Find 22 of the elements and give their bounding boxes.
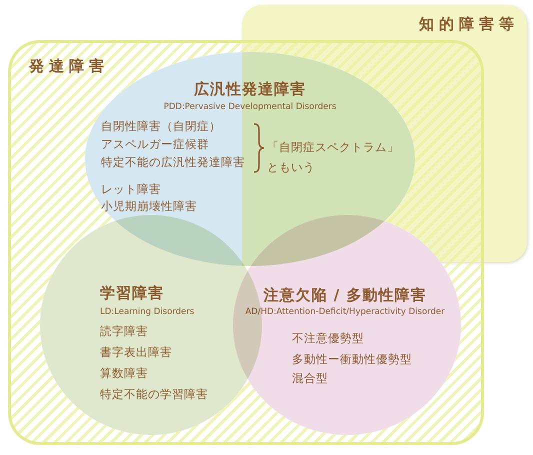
list-item: 特定不能の学習障害 bbox=[100, 386, 208, 402]
list-item: アスペルガー症候群 bbox=[101, 136, 209, 152]
list-item: 読字障害 bbox=[100, 323, 148, 339]
list-item: 多動性ー衝動性優勢型 bbox=[292, 351, 412, 367]
circle-heading: 広汎性発達障害 bbox=[194, 80, 306, 98]
circle-heading: 学習障害 bbox=[100, 284, 164, 302]
english-subtitle: PDD:Pervasive Developmental Disorders bbox=[164, 102, 336, 113]
list-item: 自閉性障害（自閉症） bbox=[101, 118, 221, 134]
english-subtitle: LD:Learning Disorders bbox=[100, 307, 194, 318]
list-item: 書字表出障害 bbox=[100, 344, 172, 360]
hatched-category-panel bbox=[8, 40, 484, 445]
list-item: 混合型 bbox=[292, 370, 328, 386]
english-subtitle: AD/HD:Attention-Deficit/Hyperactivity Disorder bbox=[245, 307, 445, 318]
list-item: 小児期崩壊性障害 bbox=[101, 198, 197, 214]
list-item: 算数障害 bbox=[100, 365, 148, 381]
list-item: レット障害 bbox=[101, 181, 161, 197]
category-title: 知的障害等 bbox=[419, 15, 519, 33]
note-text: 「自閉症スペクトラム」ともいう bbox=[267, 139, 399, 176]
list-item: 不注意優勢型 bbox=[292, 330, 364, 346]
circle-heading: 注意欠陥 / 多動性障害 bbox=[264, 286, 426, 304]
list-item: 特定不能の広汎性発達障害 bbox=[101, 154, 245, 170]
category-title: 発達障害 bbox=[29, 57, 109, 75]
